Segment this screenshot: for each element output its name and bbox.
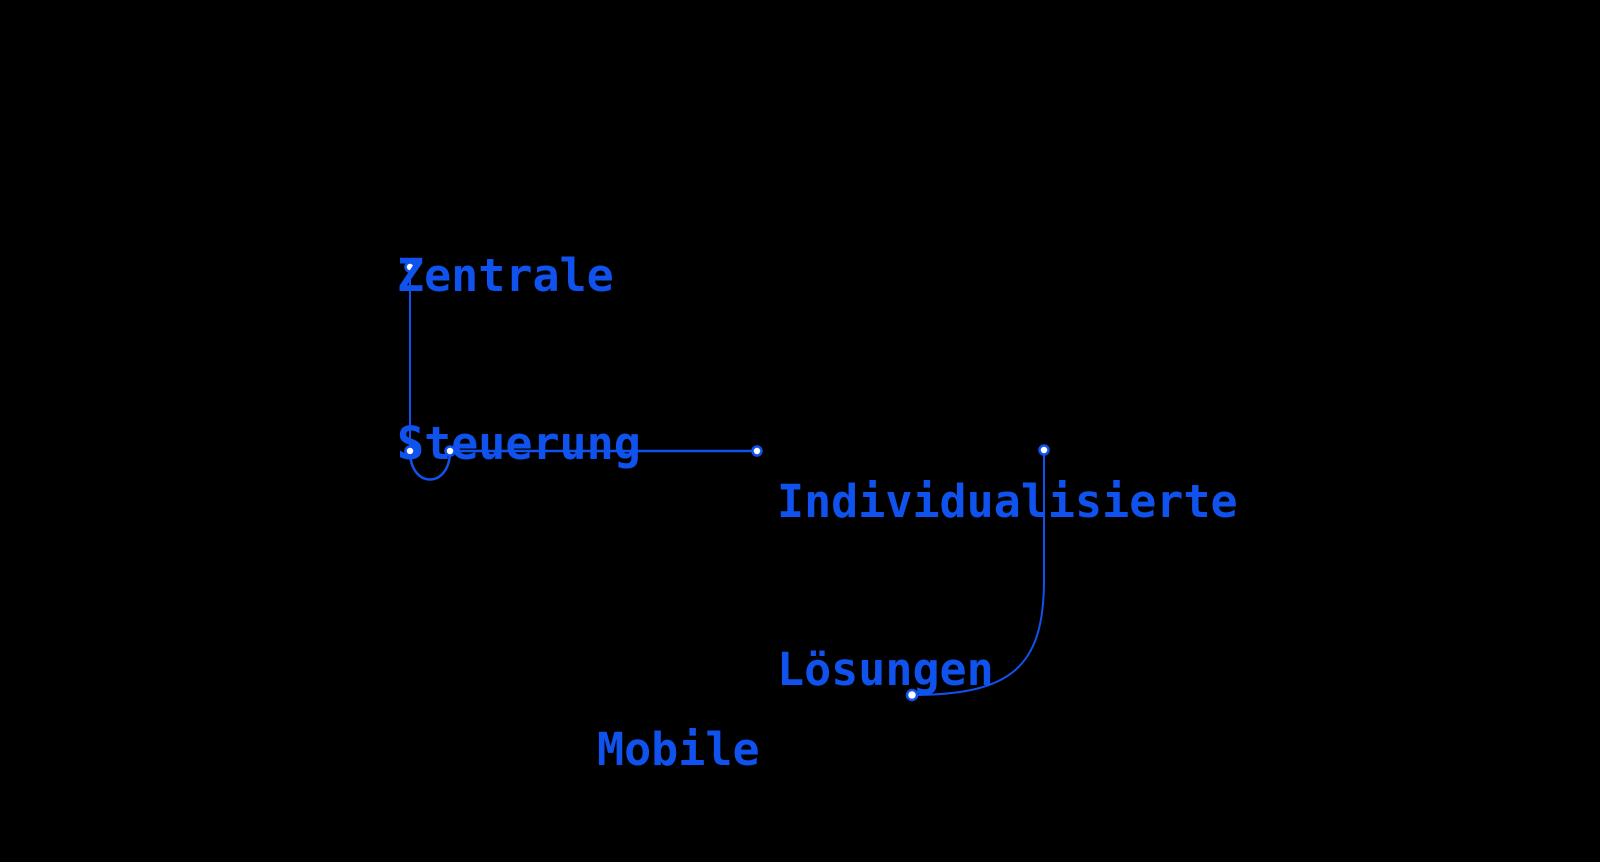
- node-label-individualisierte-loesungen: Individualisierte Lösungen: [777, 362, 1238, 810]
- node-dot-loesungen-anchor[interactable]: [1038, 444, 1050, 456]
- node-label-line: Individualisierte: [777, 475, 1238, 528]
- node-label-zentrale-steuerung: Zentrale Steuerung: [397, 136, 641, 584]
- node-dot-sicherheit-anchor[interactable]: [905, 688, 919, 702]
- node-dot-line-end[interactable]: [751, 445, 763, 457]
- node-label-line: Mobile: [597, 723, 760, 776]
- edge-loesungen-to-sicherheit: [911, 451, 1045, 696]
- edge-u-curve: [408, 449, 452, 481]
- node-label-mobile-sicherheit: Mobile Sicherheit: [597, 610, 868, 862]
- node-dot-curve-left[interactable]: [404, 445, 416, 457]
- node-dot-curve-right[interactable]: [444, 445, 456, 457]
- node-dot-zentrale-anchor[interactable]: [404, 261, 416, 273]
- node-label-line: Steuerung: [397, 417, 641, 470]
- node-label-line: Lösungen: [777, 643, 994, 696]
- node-label-line: Zentrale: [397, 249, 614, 302]
